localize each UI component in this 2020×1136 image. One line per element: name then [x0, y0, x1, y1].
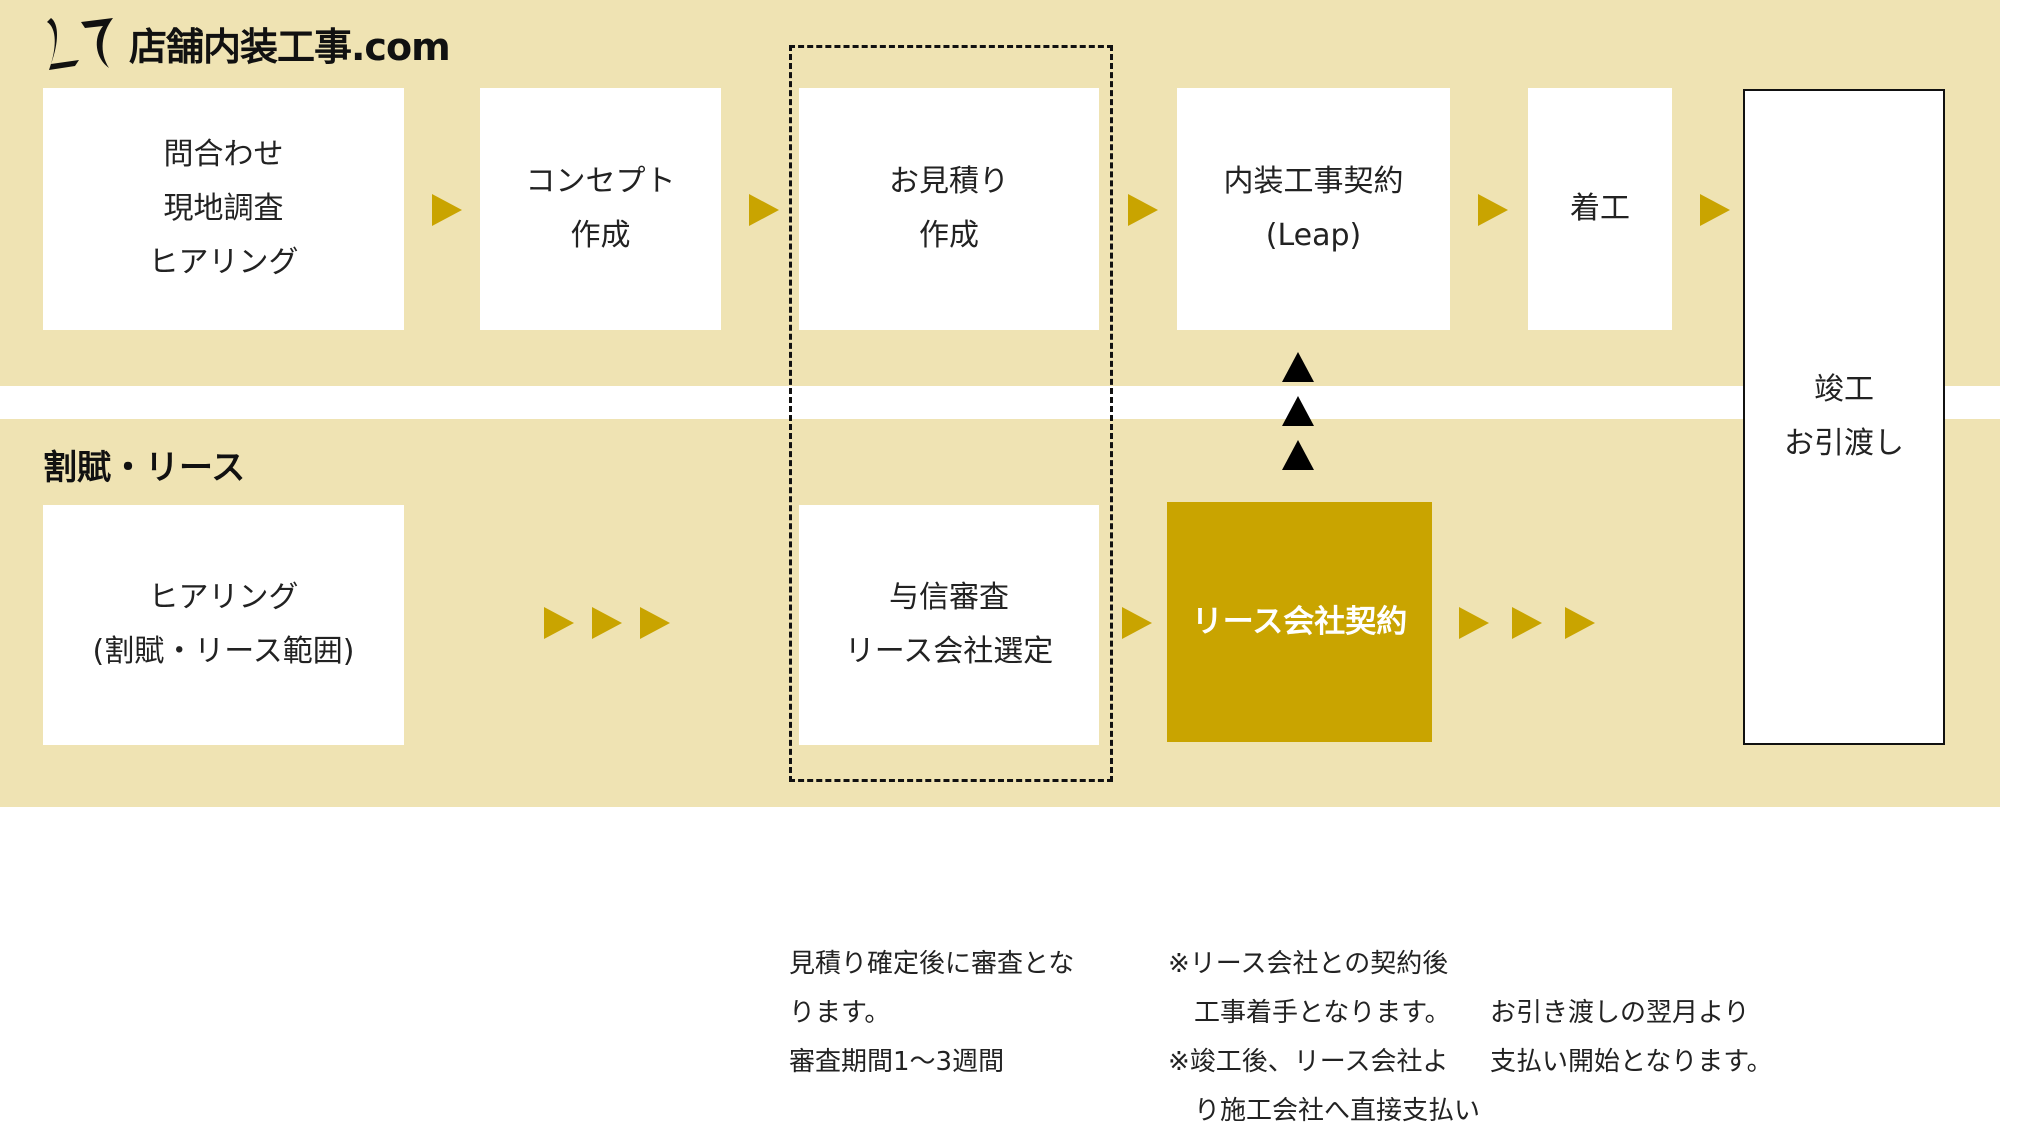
- step-line: ヒアリング: [148, 245, 299, 280]
- step-lease-contract: リース会社契約: [1167, 502, 1432, 742]
- logo-text: 店舗内装工事.com: [129, 24, 451, 69]
- note-line: ※リース会社との契約後: [1168, 949, 1449, 979]
- step-line: 作成: [919, 218, 979, 253]
- step-line: 与信審査: [889, 580, 1009, 615]
- arrow-right-icon: [640, 607, 670, 639]
- note-line: 見積り確定後に審査とな: [789, 949, 1075, 979]
- step-line: コンセプト: [525, 164, 676, 199]
- arrow-right-icon: [1565, 607, 1595, 639]
- arrow-right-icon: [592, 607, 622, 639]
- section-title-lease: 割賦・リース: [43, 448, 246, 488]
- step-line: (Leap): [1265, 218, 1362, 253]
- step-line: 問合わせ: [163, 137, 284, 172]
- step-estimate: お見積り作成: [799, 88, 1099, 330]
- step-completion-handover: 竣工お引渡し: [1743, 89, 1945, 745]
- step-line: リース会社契約: [1191, 604, 1408, 640]
- step-line: 着工: [1570, 191, 1630, 226]
- arrow-right-icon: [749, 194, 779, 226]
- note-line: 工事着手となります。: [1168, 998, 1451, 1028]
- arrow-right-icon: [1512, 607, 1542, 639]
- step-concept: コンセプト作成: [480, 88, 721, 330]
- step-credit-review: 与信審査リース会社選定: [799, 505, 1099, 745]
- note-line: 支払い開始となります。: [1490, 1047, 1773, 1077]
- arrow-right-icon: [432, 194, 462, 226]
- step-lease-hearing: ヒアリング (割賦・リース範囲): [43, 505, 404, 745]
- logo: 店舗内装工事.com: [45, 14, 451, 72]
- arrow-up-icon: [1282, 440, 1314, 470]
- step-contract: 内装工事契約 (Leap): [1177, 88, 1450, 330]
- step-line: ヒアリング: [148, 580, 299, 615]
- arrow-right-icon: [1478, 194, 1508, 226]
- note-line: お引き渡しの翌月より: [1490, 998, 1750, 1028]
- step-line: 竣工: [1814, 372, 1874, 407]
- step-line: 現地調査: [163, 191, 284, 226]
- step-line: お引渡し: [1784, 426, 1904, 461]
- step-line: 内装工事契約: [1223, 164, 1404, 199]
- step-line: (割賦・リース範囲): [92, 634, 355, 669]
- arrow-right-icon: [1700, 194, 1730, 226]
- arrow-up-icon: [1282, 396, 1314, 426]
- note-lease-contract: ※リース会社との契約後 工事着手となります。 ※竣工後、リース会社よ り施工会社へ…: [1168, 842, 1480, 1136]
- arrow-right-icon: [1459, 607, 1489, 639]
- step-inquiry: 問合わせ現地調査ヒアリング: [43, 88, 404, 330]
- note-line: ります。: [789, 998, 891, 1028]
- step-start: 着工: [1528, 88, 1672, 330]
- note-credit-review: 見積り確定後に審査となります。審査期間1〜3週間: [789, 842, 1074, 1087]
- step-line: リース会社選定: [844, 634, 1054, 669]
- note-line: ※竣工後、リース会社よ: [1168, 1047, 1449, 1077]
- note-payment-start: お引き渡しの翌月より支払い開始となります。: [1490, 891, 1773, 1087]
- estimate-review-group-outline: [789, 45, 1113, 782]
- logo-mark-icon: [47, 18, 113, 70]
- arrow-up-icon: [1282, 352, 1314, 382]
- arrow-right-icon: [1122, 607, 1152, 639]
- note-line: り施工会社へ直接支払い: [1168, 1096, 1481, 1126]
- note-line: 審査期間1〜3週間: [789, 1047, 1005, 1077]
- step-line: お見積り: [889, 164, 1009, 199]
- arrow-right-icon: [544, 607, 574, 639]
- arrow-right-icon: [1128, 194, 1158, 226]
- step-line: 作成: [570, 218, 631, 253]
